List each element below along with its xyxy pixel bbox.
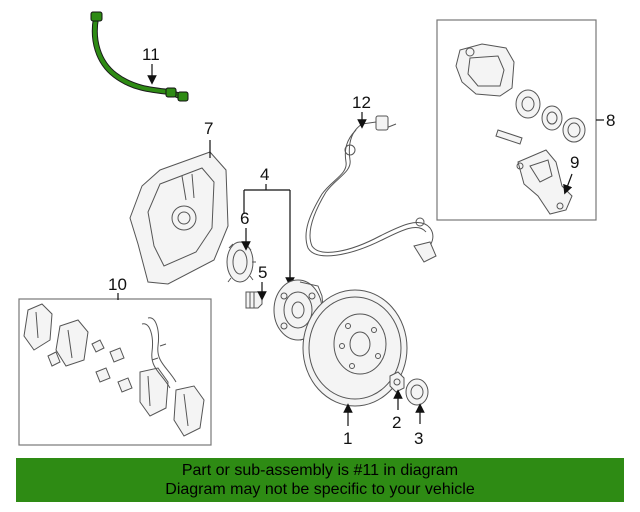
callout-12[interactable]: 12 bbox=[352, 93, 371, 112]
piston-boot[interactable] bbox=[562, 117, 586, 143]
brake-pads-part-10[interactable] bbox=[23, 303, 205, 437]
info-banner: Part or sub-assembly is #11 in diagram D… bbox=[16, 458, 624, 502]
callout-3[interactable]: 3 bbox=[414, 429, 423, 448]
brake-hose-part-11[interactable] bbox=[90, 11, 189, 102]
callout-2[interactable]: 2 bbox=[392, 413, 401, 432]
caliper-part-8[interactable] bbox=[455, 43, 515, 97]
piston-seal[interactable] bbox=[541, 105, 563, 131]
brake-rotor-part-1[interactable] bbox=[302, 289, 408, 407]
callout-1[interactable]: 1 bbox=[343, 429, 352, 448]
abs-sensor-part-12[interactable] bbox=[305, 115, 437, 263]
banner-line-2: Diagram may not be specific to your vehi… bbox=[165, 481, 475, 498]
caliper-bracket-part-9[interactable] bbox=[516, 149, 573, 215]
callout-4[interactable]: 4 bbox=[260, 165, 269, 184]
banner-line-1: Part or sub-assembly is #11 in diagram bbox=[181, 462, 459, 479]
callout-10[interactable]: 10 bbox=[108, 275, 127, 294]
leader-9 bbox=[563, 173, 573, 195]
callout-11[interactable]: 11 bbox=[142, 45, 160, 64]
caliper-piston[interactable] bbox=[515, 89, 541, 119]
guide-pin[interactable] bbox=[495, 129, 523, 145]
tone-ring-part-6[interactable] bbox=[226, 241, 256, 283]
callout-8[interactable]: 8 bbox=[606, 111, 615, 130]
leader-4 bbox=[243, 184, 291, 278]
dust-cap-part-3[interactable] bbox=[405, 378, 429, 406]
pad-kit-box bbox=[18, 298, 212, 446]
callout-9[interactable]: 9 bbox=[570, 153, 579, 172]
hub-bolt-part-5[interactable] bbox=[245, 291, 263, 309]
dust-shield-part-7[interactable] bbox=[129, 151, 229, 285]
callout-5[interactable]: 5 bbox=[258, 263, 267, 282]
hub-nut-part-2[interactable] bbox=[389, 371, 405, 393]
callout-6[interactable]: 6 bbox=[240, 209, 249, 228]
callout-7[interactable]: 7 bbox=[204, 119, 213, 138]
parts-diagram: 11 7 6 4 5 bbox=[18, 11, 615, 448]
